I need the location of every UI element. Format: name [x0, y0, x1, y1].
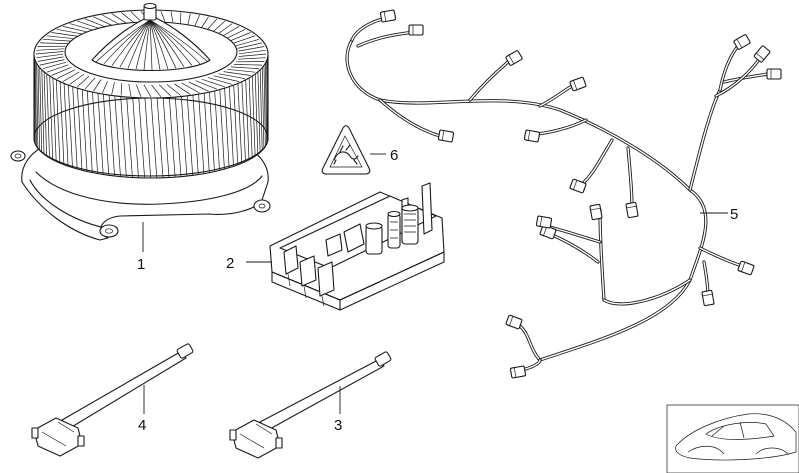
callout-2: 2 [226, 255, 272, 272]
callout-number: 6 [390, 147, 398, 164]
electric-hazard-icon [333, 144, 359, 165]
blower-motor[interactable] [10, 2, 271, 241]
callout-number: 2 [226, 255, 234, 272]
callout-1: 1 [137, 222, 145, 273]
resistor-unit[interactable] [269, 182, 445, 311]
callout-number: 1 [137, 256, 145, 273]
callout-6: 6 [370, 147, 398, 164]
callout-number: 4 [138, 417, 146, 434]
warning-label[interactable] [321, 125, 371, 175]
callout-5: 5 [700, 206, 738, 223]
wiring-harness[interactable] [345, 9, 782, 379]
cable-strap-long[interactable] [229, 351, 392, 459]
callout-number: 3 [334, 417, 342, 434]
callout-number: 5 [730, 206, 738, 223]
callout-4: 4 [138, 385, 146, 434]
cable-strap-short[interactable] [31, 343, 194, 457]
callout-3: 3 [334, 386, 342, 434]
vehicle-locator-thumbnail [666, 404, 799, 473]
